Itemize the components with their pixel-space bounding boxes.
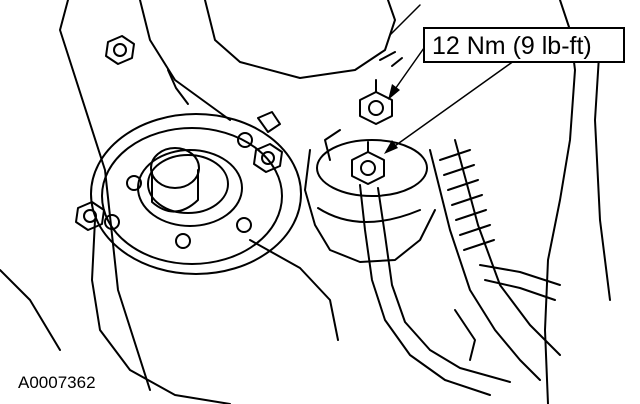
terminal-stud-upper (359, 79, 393, 125)
starter-solenoid (304, 129, 436, 263)
torque-callout-box (423, 27, 625, 63)
wiring-harness (359, 184, 561, 396)
leader-line-upper-terminal (392, 47, 425, 93)
flange-bolts (75, 111, 283, 231)
mounting-bolt-upper (105, 35, 135, 65)
figure-id: A0007362 (18, 373, 96, 392)
leader-line-lower-terminal (391, 57, 519, 149)
torque-callout-label: 12 Nm (9 lb-ft) (432, 32, 592, 60)
arrow-head-upper (388, 84, 400, 100)
terminal-stud-lower (351, 141, 385, 185)
arrow-head-lower (384, 140, 398, 154)
callout-leaders (391, 47, 519, 149)
torque-callout: 12 Nm (9 lb-ft) (423, 27, 625, 63)
battery-cable (429, 139, 561, 381)
starter-motor-body (90, 113, 339, 404)
